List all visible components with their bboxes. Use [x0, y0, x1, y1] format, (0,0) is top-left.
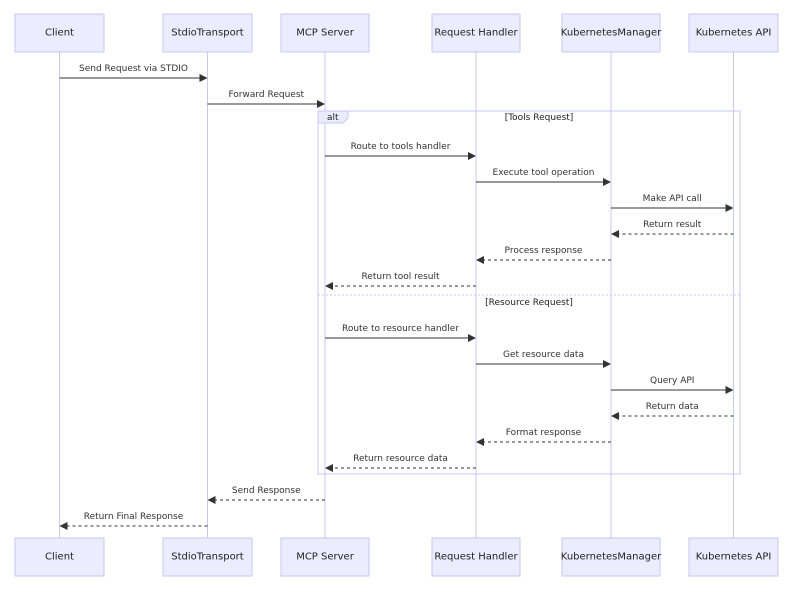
participants-bottom: Client StdioTransport MCP Server Request Ha… [14, 537, 779, 577]
message-label: Send Request via STDIO [79, 64, 188, 74]
message: Route to resource handler [325, 324, 476, 342]
participant-box [688, 13, 779, 53]
message-label: Route to resource handler [342, 324, 459, 334]
participant-server-bottom: MCP Server [280, 537, 370, 577]
participant-server-top: MCP Server [280, 13, 370, 53]
participant-k8smgr-bottom: KubernetesManager [561, 537, 662, 577]
participant-label: Kubernetes API [696, 28, 772, 39]
message-label: Make API call [643, 194, 702, 204]
participant-k8smgr-top: KubernetesManager [561, 13, 662, 53]
participant-box [688, 537, 779, 577]
participant-label: MCP Server [296, 28, 355, 39]
participant-handler-top: Request Handler [431, 13, 521, 53]
message: Process response [476, 246, 611, 264]
message: Format response [476, 428, 611, 446]
alt-condition: [Resource Request] [485, 298, 573, 308]
participant-box [162, 537, 253, 577]
message-label: Query API [650, 376, 694, 386]
participant-box [14, 537, 105, 577]
message-label: Return data [646, 402, 699, 412]
alt-condition: [Tools Request] [505, 113, 574, 123]
message-label: Get resource data [503, 350, 584, 360]
message: Return resource data [325, 454, 476, 472]
participant-box [14, 13, 105, 53]
participant-handler-bottom: Request Handler [431, 537, 521, 577]
participant-label: Kubernetes API [696, 552, 772, 563]
participants-top: Client StdioTransport MCP Server Request Ha… [14, 13, 779, 53]
participant-label: KubernetesManager [561, 552, 662, 563]
participant-label: StdioTransport [171, 28, 244, 39]
message-label: Return resource data [353, 454, 448, 464]
message: Return tool result [325, 272, 476, 290]
participant-label: Request Handler [434, 552, 518, 563]
participant-box [561, 537, 661, 577]
participant-transport-top: StdioTransport [162, 13, 253, 53]
participant-client-top: Client [14, 13, 105, 53]
message-label: Forward Request [228, 90, 304, 100]
participant-box [280, 13, 370, 53]
alt-frame-tag-box [317, 110, 349, 124]
participant-label: MCP Server [296, 552, 355, 563]
message: Send Request via STDIO [59, 64, 208, 82]
message: Return Final Response [59, 512, 208, 530]
message-label: Return Final Response [84, 512, 184, 522]
lifelines [59, 52, 734, 538]
participant-box [162, 13, 253, 53]
participant-label: StdioTransport [171, 552, 244, 563]
message: Make API call [611, 194, 734, 212]
message-label: Return tool result [361, 272, 440, 282]
participant-box [431, 13, 521, 53]
alt-frame-tag: alt [327, 113, 339, 123]
participant-box [280, 537, 370, 577]
participant-k8sapi-top: Kubernetes API [688, 13, 779, 53]
participant-label: KubernetesManager [561, 28, 662, 39]
message: Return data [611, 402, 734, 420]
message-label: Route to tools handler [351, 142, 451, 152]
message-label: Format response [506, 428, 582, 438]
messages: Send Request via STDIO Forward RequestRou… [59, 64, 734, 530]
participant-label: Client [45, 28, 74, 39]
message: Query API [611, 376, 734, 394]
participant-client-bottom: Client [14, 537, 105, 577]
message: Send Response [207, 486, 325, 504]
participant-box [561, 13, 661, 53]
participant-box [431, 537, 521, 577]
message: Return result [611, 220, 734, 238]
message: Execute tool operation [476, 168, 611, 186]
message: Get resource data [476, 350, 611, 368]
participant-label: Request Handler [434, 28, 518, 39]
participant-label: Client [45, 552, 74, 563]
participant-k8sapi-bottom: Kubernetes API [688, 537, 779, 577]
message-label: Send Response [232, 486, 301, 496]
message-label: Process response [505, 246, 583, 256]
message-label: Return result [643, 220, 702, 230]
participant-transport-bottom: StdioTransport [162, 537, 253, 577]
message: Forward Request [207, 90, 325, 108]
alt-frame: alt [Tools Request] [Resource Request] [317, 110, 741, 475]
message-label: Execute tool operation [493, 168, 595, 178]
message: Route to tools handler [325, 142, 476, 160]
alt-frame-border [317, 110, 741, 475]
